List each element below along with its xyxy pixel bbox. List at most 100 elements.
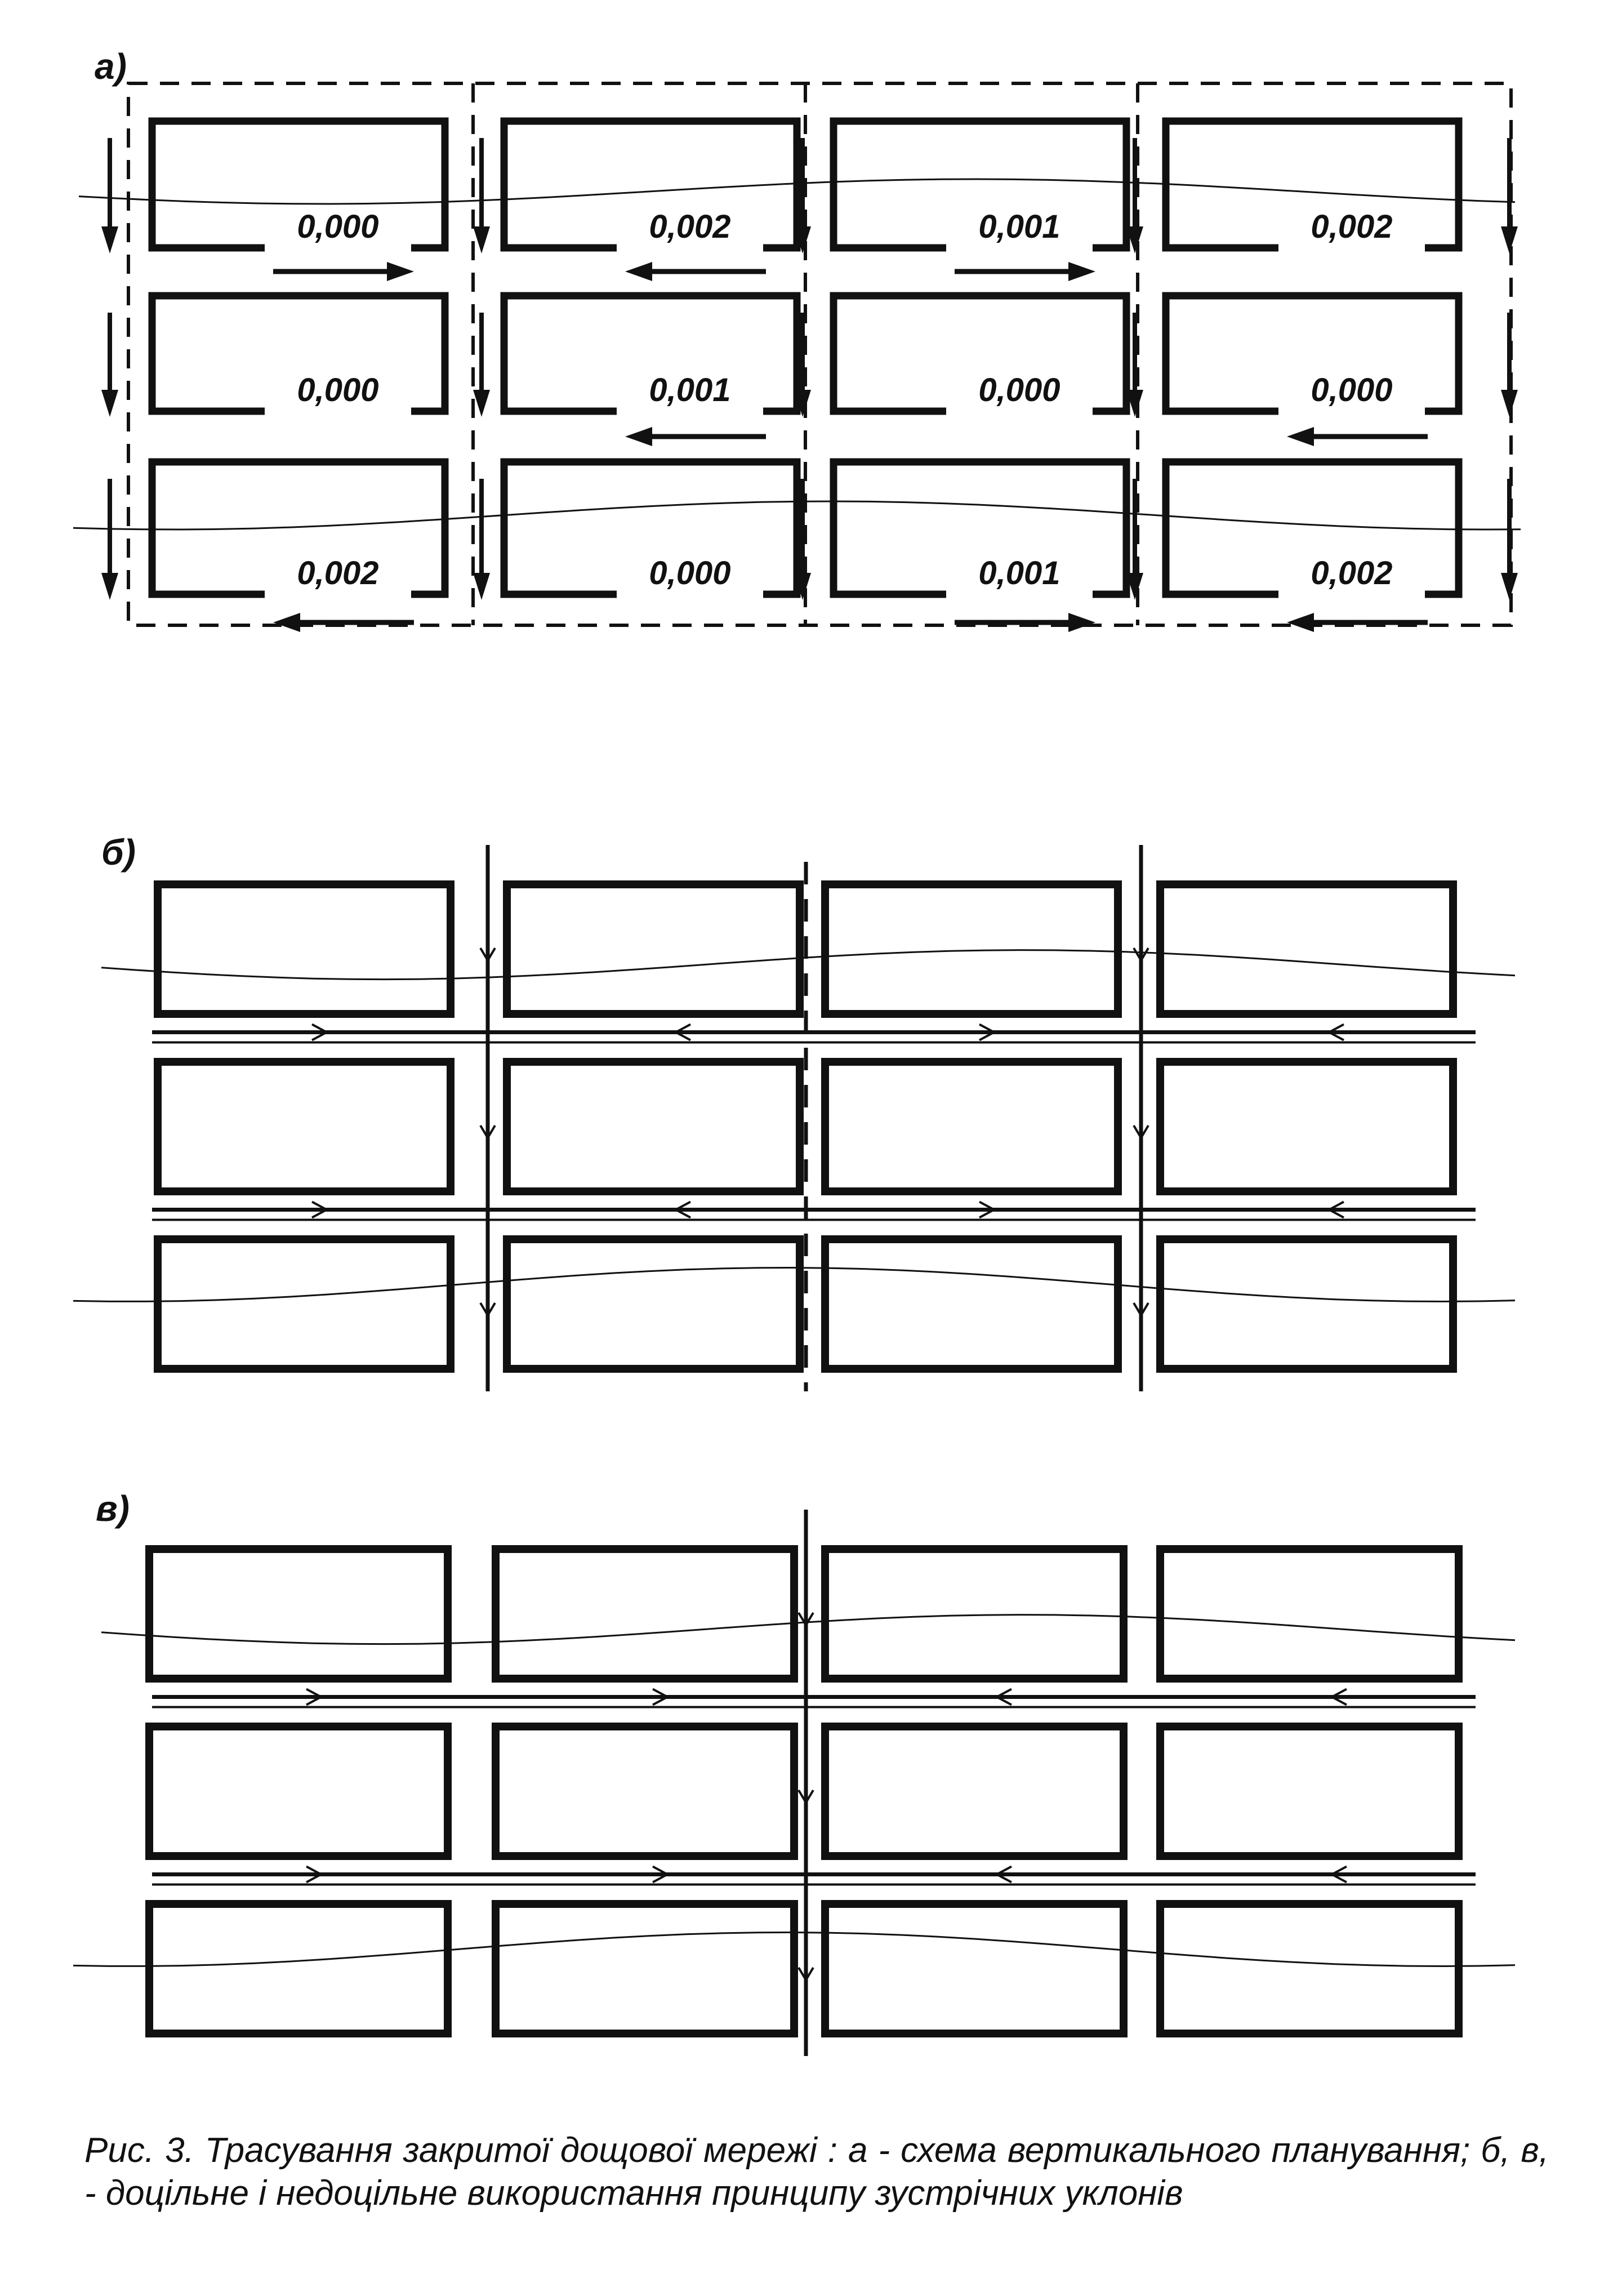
panel-a-vertical-planning: а) 0,000 0,002 0,001 0,002 0,000 0,001 0,000 0,… [73,46,1521,632]
terrain-contour-line [101,1614,1516,1645]
panel-a-label: а) [95,46,127,87]
building-block [145,1900,452,2037]
street-flow-arrow [625,427,766,446]
building-block [1156,880,1457,1018]
building-block [492,1900,798,2037]
flow-down-arrow [794,313,811,417]
street-flow-chevron [673,1200,691,1219]
collector-flow-chevron [479,947,496,963]
building-block: 0,000 [1162,292,1463,415]
terrain-contour-line [73,500,1521,531]
building-block: 0,002 [1162,117,1463,252]
street-flow-chevron [311,1200,329,1219]
collector-flow-chevron [1133,1302,1149,1318]
building-block [821,1723,1128,1860]
street-flow-chevron [1329,1865,1347,1884]
building-block [154,1235,454,1373]
street-flow-arrow [955,613,1095,632]
building-block [821,880,1122,1018]
terrain-contour-line [101,949,1516,981]
building-block: 0,000 [500,458,801,598]
building-block [492,1723,798,1860]
terrain-contour-line [73,1266,1516,1303]
flow-down-arrow [1501,479,1518,600]
dashed-planning-frame [127,82,1513,627]
building-block: 0,000 [148,292,449,415]
flow-down-arrow [473,138,490,253]
flow-down-arrow [794,138,811,253]
block-elevation-value: 0,000 [978,372,1060,408]
building-block [145,1723,452,1860]
panel-c-inappropriate-use: в) [73,1488,1516,2056]
block-elevation-value: 0,002 [297,555,378,591]
building-block [154,880,454,1018]
flow-down-arrow [1501,138,1518,253]
block-elevation-value: 0,000 [1311,372,1392,408]
flow-down-arrow [473,313,490,417]
collector-flow-chevron [479,1302,496,1318]
terrain-contour-line [73,1931,1516,1968]
terrain-contour-line [78,178,1516,205]
block-elevation-value: 0,001 [978,208,1060,245]
collector-flow-chevron [1133,1124,1149,1140]
street-flow-arrow [625,262,766,281]
caption-line-3: уклонів [1064,2174,1183,2213]
building-block [154,1058,454,1195]
building-block [821,1235,1122,1373]
caption-line-1: Рис. 3. Трасування закритої дощової мере… [84,2131,1261,2170]
collector-flow-chevron [797,1612,814,1627]
street-flow-chevron [979,1023,997,1042]
building-block [1156,1235,1457,1373]
building-block: 0,002 [500,117,801,252]
building-block [1156,1723,1463,1860]
block-elevation-value: 0,002 [649,208,730,245]
building-block: 0,000 [148,117,449,252]
street-flow-arrow [1287,427,1428,446]
building-block [145,1545,452,1683]
street-flow-chevron [311,1023,329,1042]
street-flow-chevron [1326,1200,1344,1219]
flow-down-arrow [794,479,811,600]
flow-down-arrow [101,313,118,417]
street-flow-chevron [994,1865,1012,1884]
building-block [1156,1545,1463,1683]
building-block: 0,002 [148,458,449,598]
street-flow-chevron [994,1688,1012,1706]
building-block [492,1545,798,1683]
building-block [1156,1900,1463,2037]
block-elevation-value: 0,000 [649,555,730,591]
street-flow-chevron [1329,1688,1347,1706]
street-flow-chevron [979,1200,997,1219]
flow-down-arrow [1126,313,1143,417]
street-flow-arrow [273,613,414,632]
block-elevation-value: 0,001 [978,555,1060,591]
street-flow-arrow [1287,613,1428,632]
building-block [821,1058,1122,1195]
building-block [503,1058,804,1195]
flow-down-arrow [101,479,118,600]
building-block [503,880,804,1018]
block-elevation-value: 0,002 [1311,555,1392,591]
street-flow-chevron [673,1023,691,1042]
building-block: 0,000 [830,292,1130,415]
block-elevation-value: 0,000 [297,208,378,245]
block-elevation-value: 0,001 [649,372,730,408]
block-elevation-value: 0,002 [1311,208,1392,245]
block-elevation-value: 0,000 [297,372,378,408]
building-block: 0,002 [1162,458,1463,598]
street-flow-chevron [306,1865,324,1884]
collector-flow-chevron [479,1124,496,1140]
flow-down-arrow [1126,138,1143,253]
building-block [1156,1058,1457,1195]
building-block [821,1900,1128,2037]
street-flow-chevron [1326,1023,1344,1042]
building-block: 0,001 [830,458,1130,598]
building-block: 0,001 [830,117,1130,252]
street-flow-arrow [955,262,1095,281]
collector-flow-chevron [797,1966,814,1982]
caption-line-2: планування; б, в, - доцільне і недоцільн… [84,2131,1549,2213]
figure-caption: Рис. 3. Трасування закритої дощової мере… [84,2129,1549,2215]
street-flow-arrow [273,262,414,281]
panel-c-label: в) [96,1488,130,1529]
building-block [821,1545,1128,1683]
